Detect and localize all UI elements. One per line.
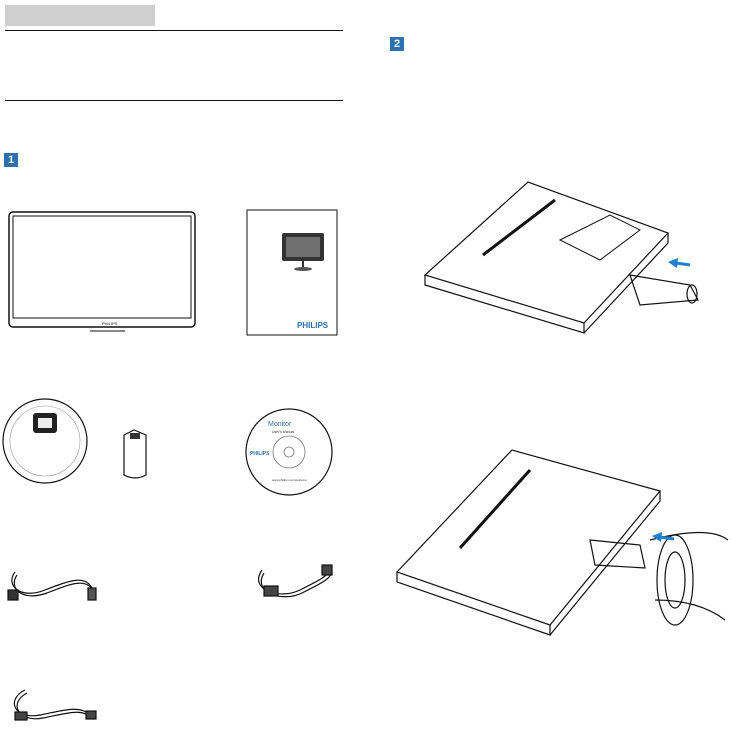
section-header-box <box>5 5 155 26</box>
cd-title-label: Monitor <box>268 421 292 428</box>
cd-brand-label: PHILIPS <box>250 451 270 457</box>
power-cable-icon <box>7 571 97 601</box>
vga-cable-icon <box>258 564 333 598</box>
dvi-cable-icon <box>13 689 97 721</box>
cd-subtitle-label: User's Manual <box>272 430 294 434</box>
stand-neck-icon <box>123 429 147 479</box>
cd-url-label: www.philips.com/welcome <box>272 478 307 482</box>
top-divider <box>5 30 343 31</box>
monitor-brand-label: PHILIPS <box>102 321 118 326</box>
quick-guide-icon: PHILIPS <box>246 209 338 336</box>
guide-brand-label: PHILIPS <box>297 321 329 330</box>
arrow-left-icon <box>668 258 691 268</box>
bottom-divider <box>5 100 343 101</box>
step-1-badge: 1 <box>4 153 18 167</box>
monitor-back-with-neck-illustration <box>423 181 699 334</box>
step-2-badge: 2 <box>390 37 404 51</box>
monitor-back-with-base-illustration <box>395 449 729 636</box>
arrow-left-icon <box>652 532 675 542</box>
monitor-icon: PHILIPS <box>8 211 196 332</box>
cd-icon: Monitor User's Manual PHILIPS www.philip… <box>245 408 333 496</box>
base-icon <box>2 398 88 484</box>
